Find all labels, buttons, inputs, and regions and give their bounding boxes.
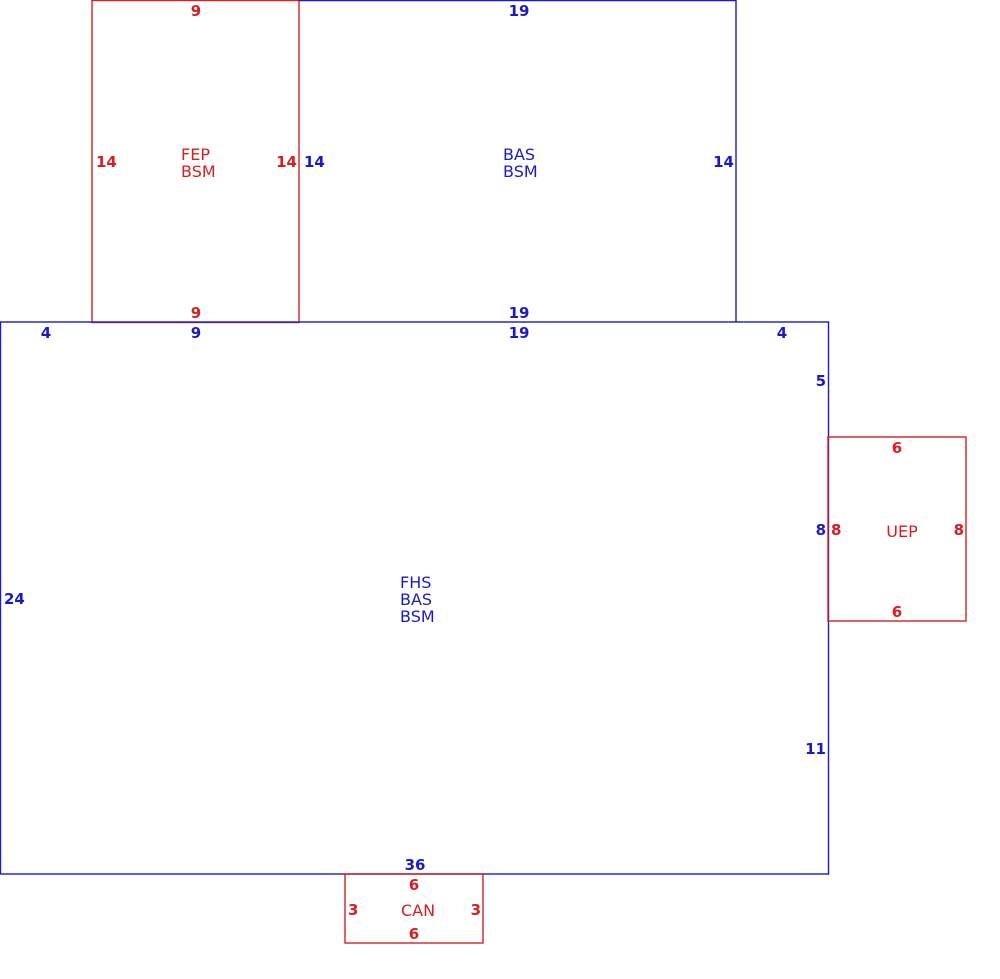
fep-area-code: FEP bbox=[181, 145, 210, 164]
uep-bottom-dimension: 6 bbox=[892, 603, 902, 621]
fep-area-code-2: BSM bbox=[181, 162, 216, 181]
bas-right-dimension: 14 bbox=[713, 153, 734, 171]
uep-area-code: UEP bbox=[886, 522, 918, 541]
fep-right-dimension: 14 bbox=[276, 153, 297, 171]
can-left-dimension: 3 bbox=[348, 901, 358, 919]
can-bottom-dimension: 6 bbox=[409, 925, 419, 943]
fhs-area-code-2: BAS bbox=[400, 590, 432, 609]
fhs-top-dimension-1: 9 bbox=[191, 324, 201, 342]
uep-area-outline bbox=[827, 436, 967, 622]
bas-area-code: BAS bbox=[503, 145, 535, 164]
fhs-right-upper-dimension: 5 bbox=[816, 372, 826, 390]
fep-top-dimension: 9 bbox=[191, 2, 201, 20]
fhs-left-dimension: 24 bbox=[4, 590, 25, 608]
uep-top-dimension: 6 bbox=[892, 439, 902, 457]
fep-bottom-dimension: 9 bbox=[191, 304, 201, 322]
uep-right-dimension: 8 bbox=[954, 521, 964, 539]
fhs-right-lower-dimension: 11 bbox=[805, 740, 826, 758]
uep-left-dimension: 8 bbox=[831, 521, 841, 539]
bas-area-code-2: BSM bbox=[503, 162, 538, 181]
can-top-dimension: 6 bbox=[409, 876, 419, 894]
fep-left-dimension: 14 bbox=[96, 153, 117, 171]
can-right-dimension: 3 bbox=[471, 901, 481, 919]
bas-left-dimension: 14 bbox=[304, 153, 325, 171]
fhs-top-dimension-2: 19 bbox=[509, 324, 530, 342]
bas-area-outline bbox=[299, 0, 737, 322]
fhs-area-code: FHS bbox=[400, 573, 431, 592]
can-area-outline bbox=[344, 873, 484, 944]
fhs-right-mid-dimension: 8 bbox=[816, 521, 826, 539]
fhs-top-right-dimension: 4 bbox=[777, 324, 787, 342]
bas-bottom-dimension: 19 bbox=[509, 304, 530, 322]
bas-top-dimension: 19 bbox=[509, 2, 530, 20]
fhs-top-left-dimension: 4 bbox=[41, 324, 51, 342]
fhs-area-code-3: BSM bbox=[400, 607, 435, 626]
can-area-code: CAN bbox=[401, 901, 435, 920]
fhs-bottom-dimension: 36 bbox=[405, 856, 426, 874]
